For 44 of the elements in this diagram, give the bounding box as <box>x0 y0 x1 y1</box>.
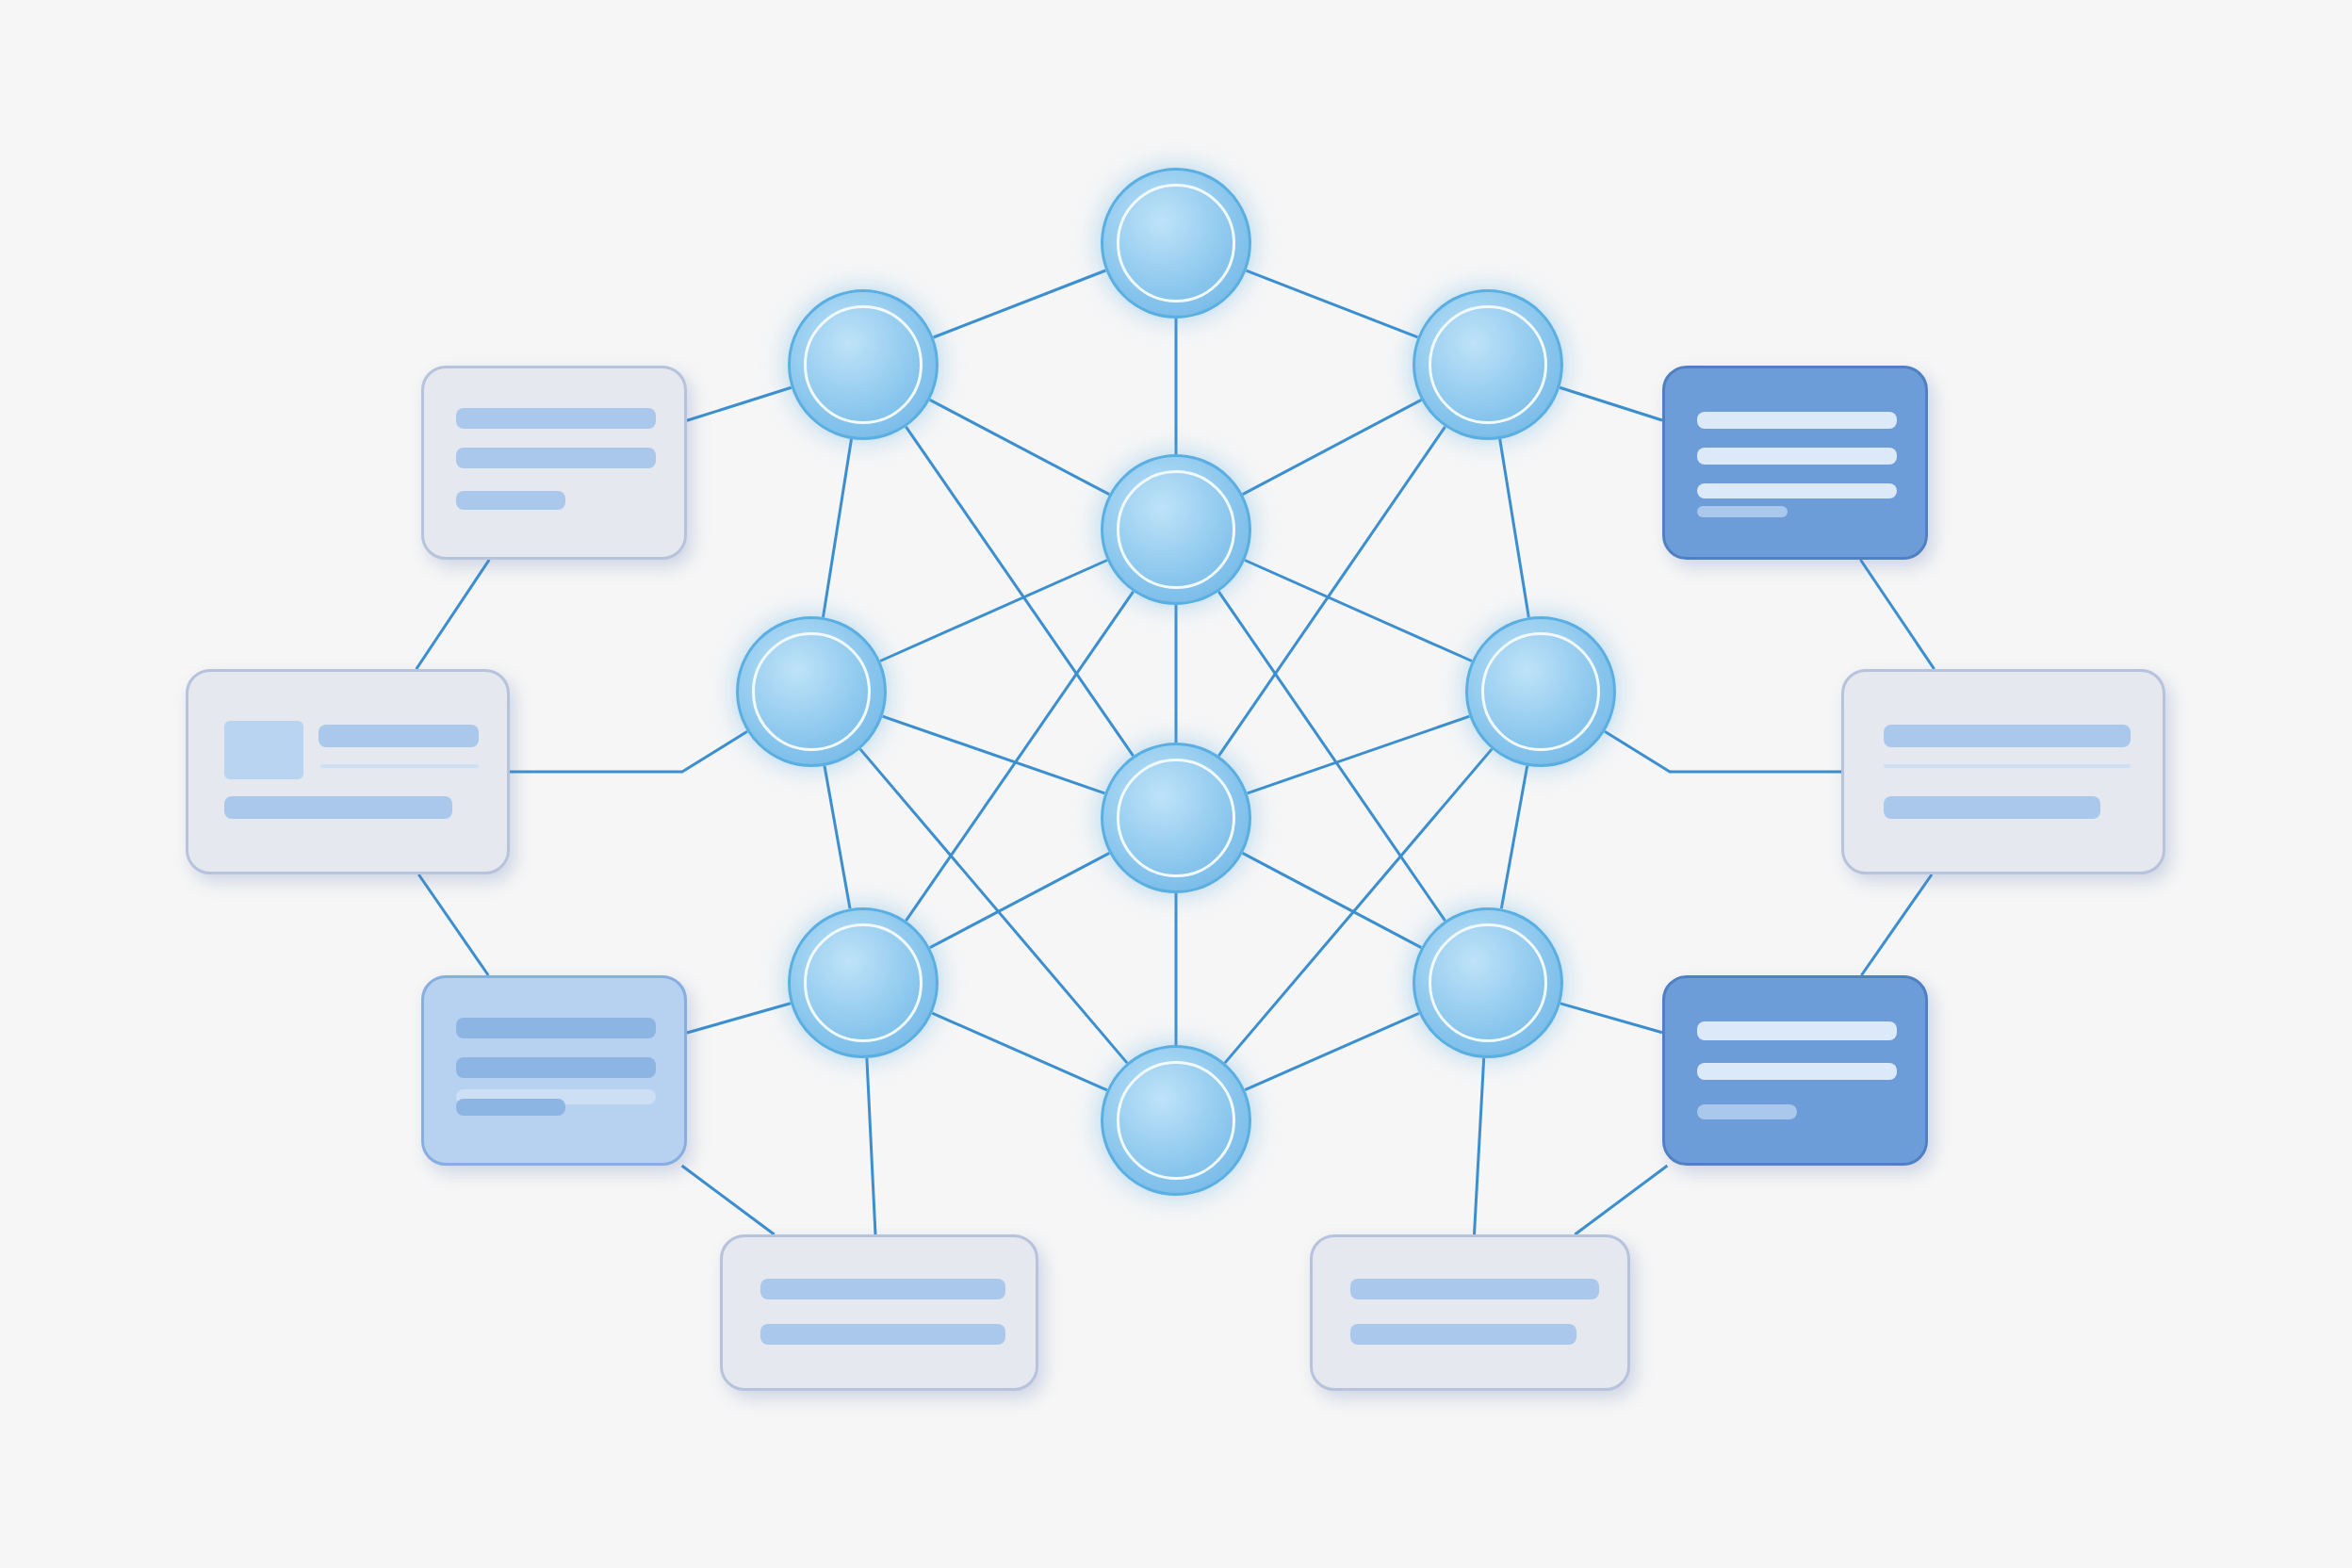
connector-line <box>822 438 853 618</box>
connector-line <box>1859 559 1936 670</box>
connector-line <box>933 269 1106 339</box>
connector-line <box>1498 438 1530 618</box>
connector-line <box>1860 874 1934 976</box>
connector-line <box>1473 1057 1486 1235</box>
connector-line <box>417 874 490 976</box>
connector-line <box>1174 893 1178 1045</box>
connector-line <box>929 851 1110 950</box>
content-card <box>1662 366 1928 560</box>
connector-line <box>1574 1164 1669 1236</box>
connector-line <box>1242 399 1422 496</box>
content-card <box>1662 975 1928 1166</box>
content-card <box>720 1234 1038 1391</box>
connector-line <box>865 1057 877 1235</box>
connector-line <box>858 747 1129 1065</box>
content-card <box>421 366 687 560</box>
connector-line <box>879 559 1108 662</box>
connector-line <box>1499 765 1529 909</box>
connector-line <box>882 714 1105 795</box>
content-card <box>1841 669 2165 874</box>
connector-line <box>1247 714 1470 795</box>
connector-line <box>1604 729 1841 774</box>
connector-line <box>905 425 1135 758</box>
connector-line <box>905 590 1135 923</box>
connector-line <box>1223 747 1494 1065</box>
content-card <box>186 669 510 874</box>
connector-line <box>823 765 852 909</box>
connector-line <box>680 1164 776 1236</box>
connector-line <box>415 559 491 670</box>
connector-line <box>1174 318 1178 454</box>
connector-line <box>1174 605 1178 743</box>
connector-line <box>1245 269 1419 339</box>
connector-line <box>1244 559 1473 662</box>
content-card <box>1310 1234 1630 1391</box>
connector-line <box>929 398 1110 497</box>
connector-line <box>1244 1011 1420 1092</box>
connector-line <box>931 1011 1108 1092</box>
content-card <box>421 975 687 1166</box>
connector-line <box>1559 385 1663 422</box>
connector-line <box>1242 852 1422 949</box>
connector-line <box>1217 591 1446 922</box>
connector-line <box>1217 426 1446 757</box>
connector-line <box>510 729 748 774</box>
